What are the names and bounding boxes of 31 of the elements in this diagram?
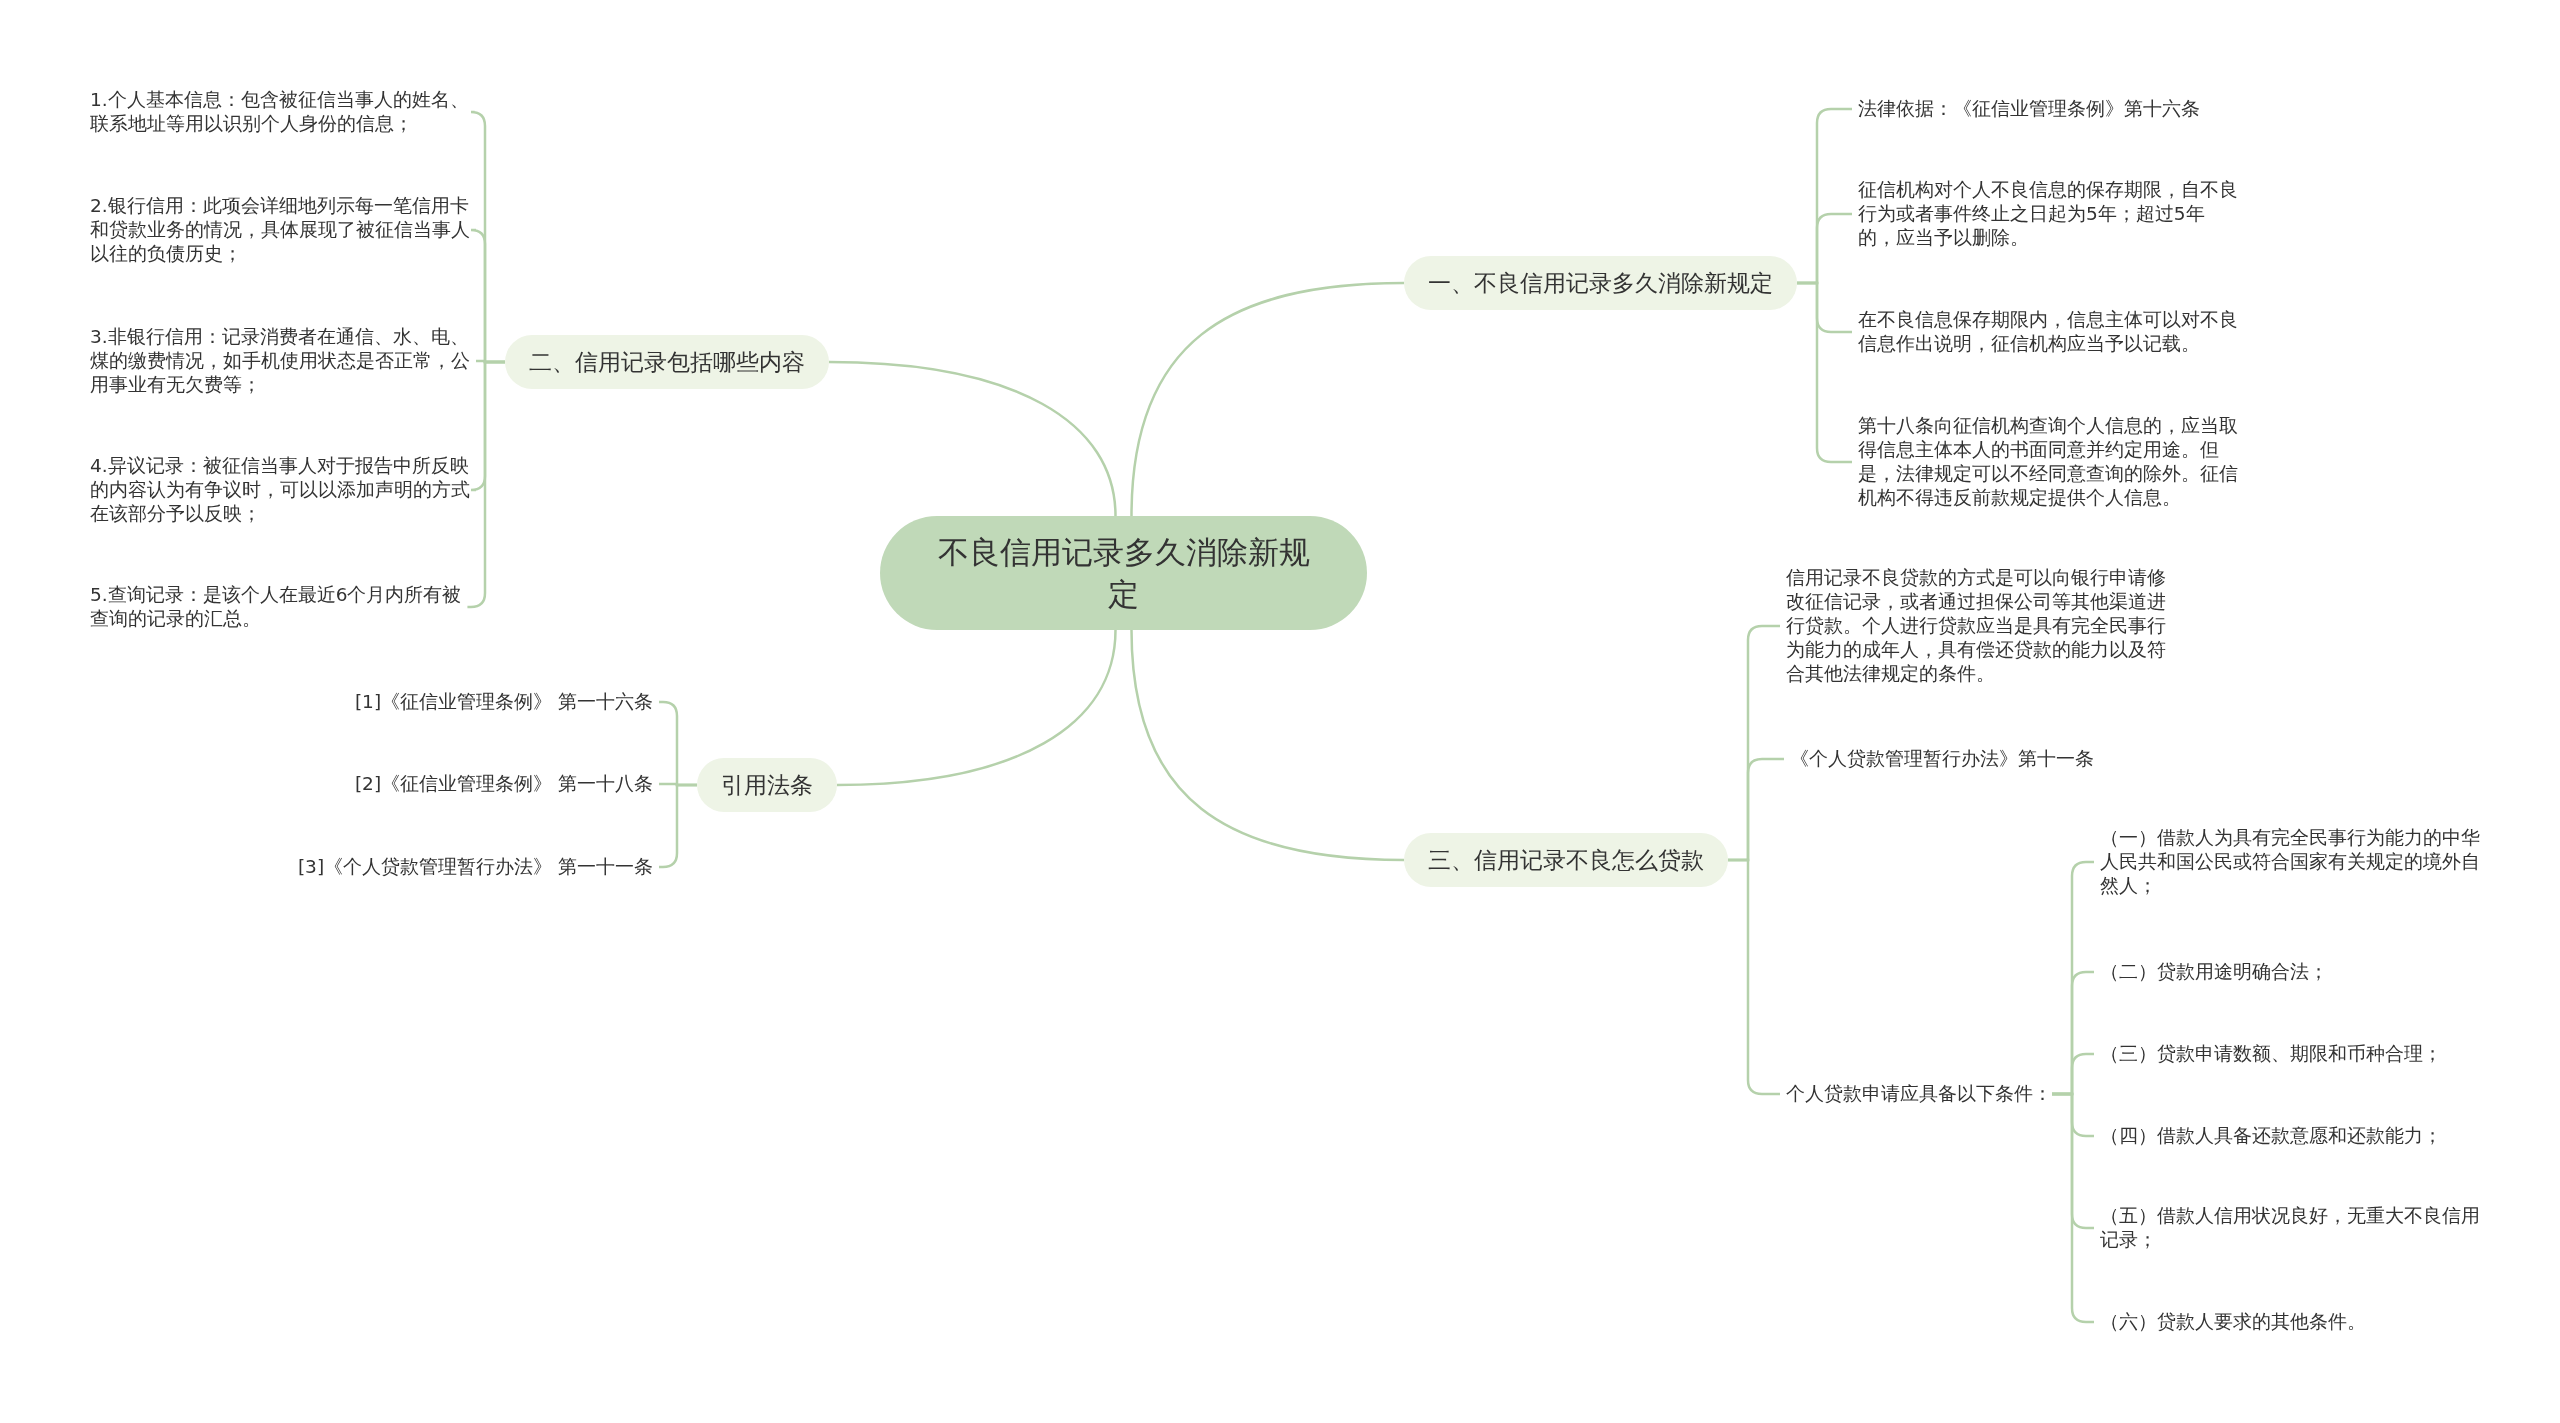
note-text: 1.个人基本信息：包含被征信当事人的姓名、联系地址等用以识别个人身份的信息；: [90, 88, 474, 136]
note-text: 在不良信息保存期限内，信息主体可以对不良信息作出说明，征信机构应当予以记载。: [1858, 308, 2242, 356]
central-topic: 不良信用记录多久消除新规定: [880, 516, 1367, 630]
note-text: 4.异议记录：被征信当事人对于报告中所反映的内容认为有争议时，可以以添加声明的方式在该部分予以反映；: [90, 454, 474, 526]
note-text: （六）贷款人要求的其他条件。: [2100, 1310, 2500, 1334]
note-text: [2]《征信业管理条例》 第一十八条: [253, 772, 653, 796]
note-text: 3.非银行信用：记录消费者在通信、水、电、煤的缴费情况，如手机使用状态是否正常，公用事业有无欠费等；: [90, 325, 474, 397]
note-text: 2.银行信用：此项会详细地列示每一笔信用卡和贷款业务的情况，具体展现了被征信当事人以往的负债历史；: [90, 194, 474, 266]
branch-line: [1130, 281, 1405, 517]
topic-box: 引用法条: [697, 758, 837, 812]
topic-box: 一、不良信用记录多久消除新规定: [1404, 256, 1797, 310]
note-text: （一）借款人为具有完全民事行为能力的中华人民共和国公民或符合国家有关规定的境外自然人；: [2100, 826, 2484, 898]
branch-line: [836, 629, 1117, 787]
note-text: （五）借款人信用状况良好，无重大不良信用记录；: [2100, 1204, 2484, 1252]
branch-line: [828, 360, 1117, 517]
note-text: [1]《征信业管理条例》 第一十六条: [253, 690, 653, 714]
note-text: 个人贷款申请应具备以下条件：: [1786, 1082, 2186, 1106]
note-text: 第十八条向征信机构查询个人信息的，应当取得信息主体本人的书面同意并约定用途。但是，法律规定可以不经同意查询的除外。征信机构不得违反前款规定提供个人信息。: [1858, 414, 2242, 510]
topic-box: 三、信用记录不良怎么贷款: [1404, 833, 1728, 887]
note-text: 征信机构对个人不良信息的保存期限，自不良行为或者事件终止之日起为5年；超过5年的，应当予以删除。: [1858, 178, 2242, 250]
branch-line: [1130, 629, 1405, 862]
note-text: （二）贷款用途明确合法；: [2100, 960, 2484, 984]
note-text: [3]《个人贷款管理暂行办法》 第一十一条: [253, 855, 653, 879]
note-text: （四）借款人具备还款意愿和还款能力；: [2100, 1124, 2500, 1148]
note-text: 《个人贷款管理暂行办法》第十一条: [1790, 747, 2210, 771]
branch-line: [1797, 281, 1852, 464]
note-text: （三）贷款申请数额、期限和币种合理；: [2100, 1042, 2500, 1066]
topic-box: 二、信用记录包括哪些内容: [505, 335, 829, 389]
note-text: 信用记录不良贷款的方式是可以向银行申请修改征信记录，或者通过担保公司等其他渠道进行贷款。个人进行贷款应当是具有完全民事行为能力的成年人，具有偿还贷款的能力以及符合其他法律规定的条件。: [1786, 566, 2170, 686]
note-text: 法律依据：《征信业管理条例》第十六条: [1858, 97, 2258, 121]
note-text: 5.查询记录：是该个人在最近6个月内所有被查询的记录的汇总。: [90, 583, 474, 631]
